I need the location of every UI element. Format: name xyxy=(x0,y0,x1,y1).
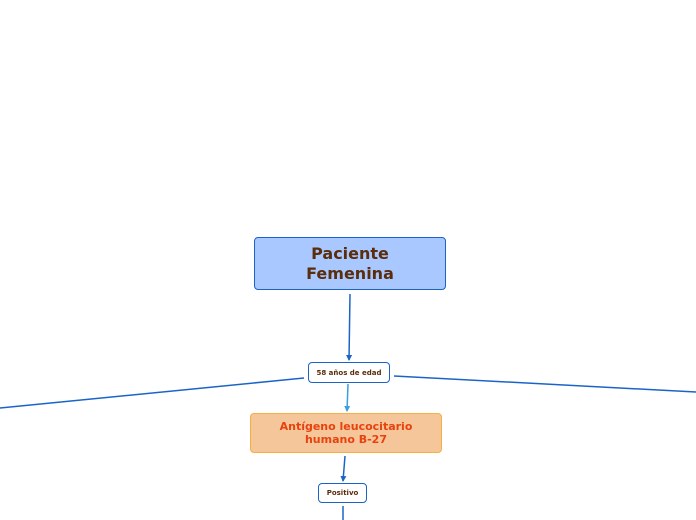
age-node-label: 58 años de edad xyxy=(316,368,382,377)
root-node-label: Paciente Femenina xyxy=(306,243,394,283)
connector-age-to-left-branch xyxy=(0,377,305,409)
topic-node-age[interactable]: 58 años de edad xyxy=(308,362,390,383)
topic-node-positivo[interactable]: Positivo xyxy=(318,483,367,503)
connector-age-to-hla xyxy=(344,383,351,412)
result-node-label: Positivo xyxy=(326,489,359,497)
connector-root-to-age xyxy=(346,293,353,361)
topic-node-hla-b27[interactable]: Antígeno leucocitario humano B-27 xyxy=(250,413,442,453)
connector-hla-to-result xyxy=(340,455,347,482)
connector-age-to-right-branch xyxy=(393,375,696,393)
root-node-paciente-femenina[interactable]: Paciente Femenina xyxy=(254,237,446,290)
hla-node-label: Antígeno leucocitario humano B-27 xyxy=(279,420,413,446)
